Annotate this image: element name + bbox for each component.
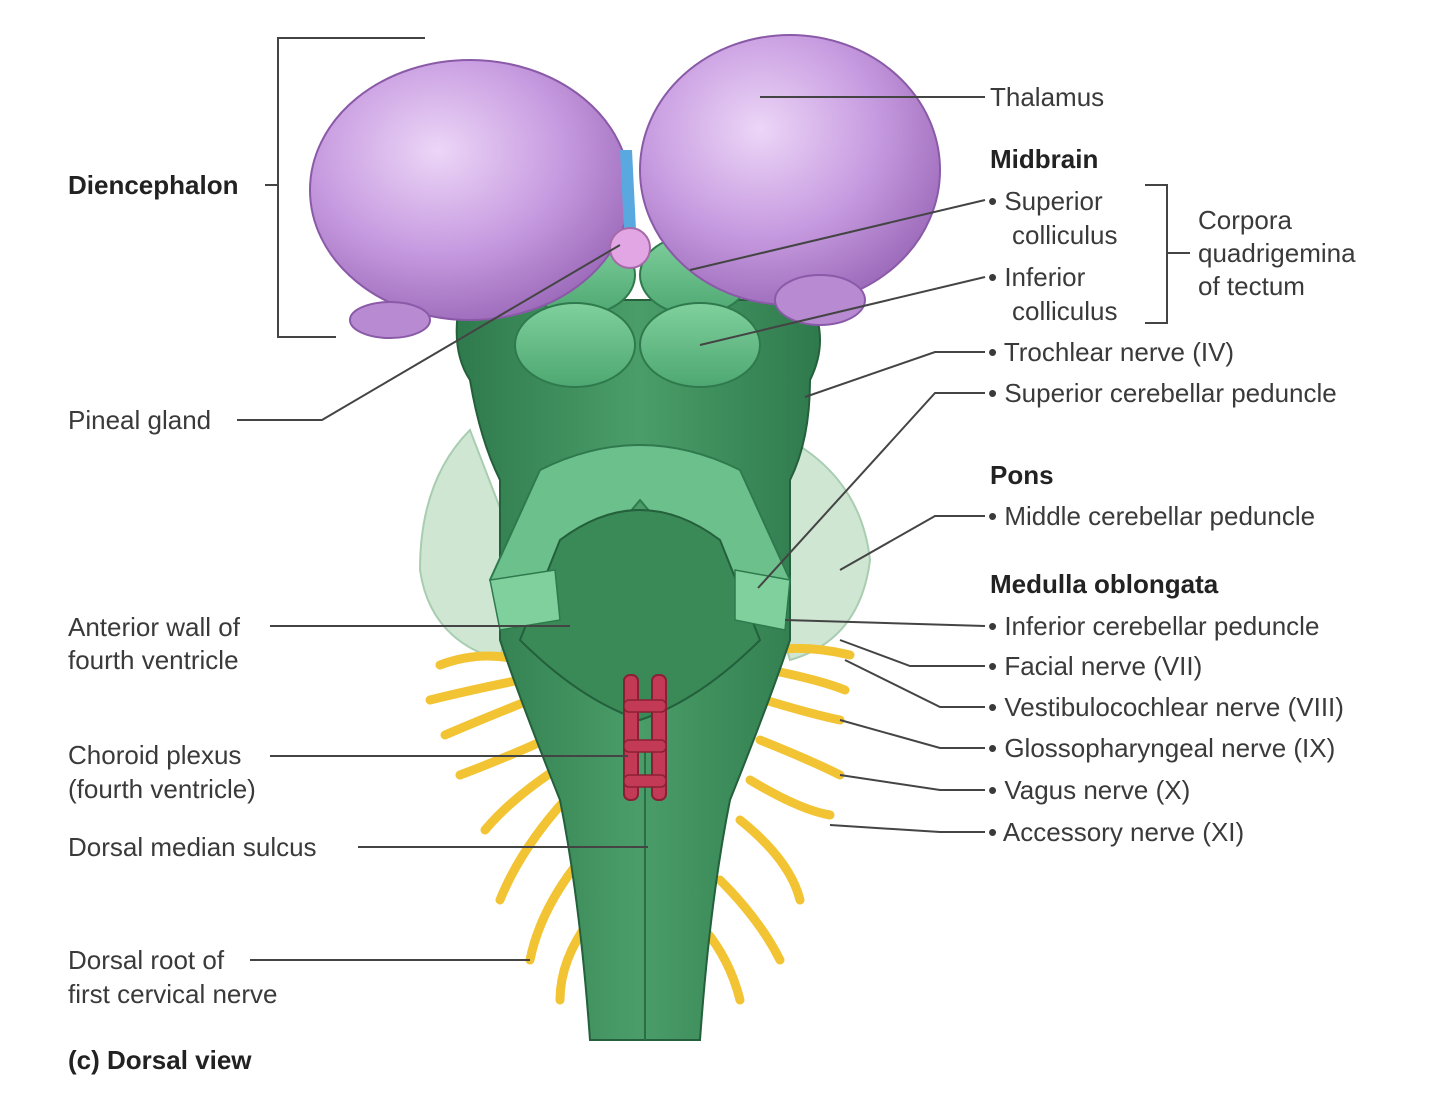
- label-corpora-line2: quadrigemina: [1198, 238, 1356, 268]
- label-accessory-nerve: Accessory nerve (XI): [988, 815, 1244, 849]
- label-superior-colliculus-line2: colliculus: [1012, 220, 1118, 250]
- label-pons: Pons: [990, 460, 1054, 490]
- label-choroid-plexus-line1: Choroid plexus: [68, 740, 242, 770]
- label-inferior-cerebellar-peduncle: Inferior cerebellar peduncle: [988, 609, 1319, 643]
- label-dorsal-root-line2: first cervical nerve: [68, 979, 278, 1009]
- label-corpora-line1: Corpora: [1198, 205, 1292, 235]
- label-superior-colliculus-line1: Superior: [988, 184, 1102, 218]
- label-medulla-oblongata: Medulla oblongata: [990, 569, 1219, 599]
- label-inferior-colliculus-line1: Inferior: [988, 260, 1085, 294]
- label-superior-cerebellar-peduncle: Superior cerebellar peduncle: [988, 376, 1336, 410]
- label-vestibulocochlear-nerve: Vestibulocochlear nerve (VIII): [988, 690, 1344, 724]
- label-thalamus: Thalamus: [990, 82, 1105, 112]
- thalamus-shape: [309, 34, 941, 339]
- label-facial-nerve: Facial nerve (VII): [988, 649, 1202, 683]
- label-dorsal-median-sulcus: Dorsal median sulcus: [68, 832, 317, 862]
- brainstem-body: [455, 234, 821, 1041]
- label-middle-cerebellar-peduncle: Middle cerebellar peduncle: [988, 499, 1315, 533]
- label-corpora-line3: of tectum: [1198, 271, 1305, 301]
- label-pineal-gland: Pineal gland: [68, 405, 212, 435]
- label-glossopharyngeal-nerve: Glossopharyngeal nerve (IX): [988, 731, 1335, 765]
- label-anterior-wall-line1: Anterior wall of: [68, 612, 240, 642]
- label-inferior-colliculus-line2: colliculus: [1012, 296, 1118, 326]
- leader-lines: [237, 37, 1190, 961]
- label-anterior-wall-line2: fourth ventricle: [68, 645, 239, 675]
- pineal-gland-shape: [609, 227, 651, 269]
- figure-caption: (c) Dorsal view: [68, 1045, 252, 1075]
- label-trochlear-nerve: Trochlear nerve (IV): [988, 335, 1234, 369]
- label-diencephalon: Diencephalon: [68, 170, 239, 200]
- label-choroid-plexus-line2: (fourth ventricle): [68, 774, 256, 804]
- label-dorsal-root-line1: Dorsal root of: [68, 945, 225, 975]
- label-vagus-nerve: Vagus nerve (X): [988, 773, 1190, 807]
- label-midbrain: Midbrain: [990, 144, 1099, 174]
- choroid-plexus-shape: [623, 674, 667, 801]
